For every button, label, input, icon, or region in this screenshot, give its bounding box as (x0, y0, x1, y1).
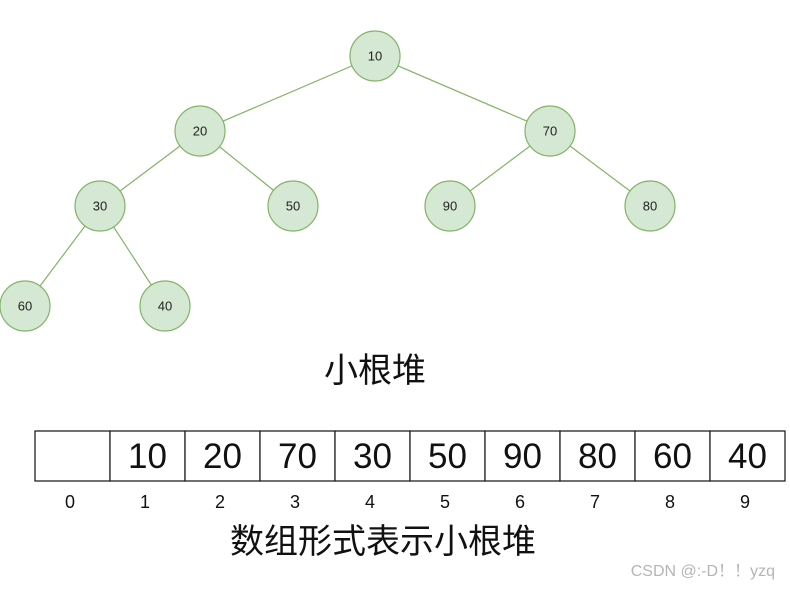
array-index-label: 0 (65, 492, 75, 512)
tree-node: 70 (524, 105, 576, 157)
tree-edge (199, 55, 376, 132)
tree-node: 80 (624, 180, 676, 232)
tree-caption: 小根堆 (324, 351, 426, 391)
array-cell (559, 430, 636, 482)
array-cell-value: 70 (278, 437, 317, 476)
array-cell (409, 430, 486, 482)
tree-node: 30 (74, 180, 126, 232)
tree-node: 20 (174, 105, 226, 157)
array-cell-value: 60 (653, 437, 692, 476)
tree-node-circle (74, 180, 126, 232)
array-index-label: 5 (440, 492, 450, 512)
tree-node-label: 40 (158, 299, 172, 314)
array-cell-value: 10 (128, 437, 167, 476)
array-cell (709, 430, 786, 482)
array-index-label: 9 (740, 492, 750, 512)
array-caption: 数组形式表示小根堆 (230, 522, 536, 562)
tree-node-circle (424, 180, 476, 232)
tree-edges (24, 55, 651, 307)
tree-node: 10 (349, 30, 401, 82)
array-index-label: 8 (665, 492, 675, 512)
array-cell-value: 40 (728, 437, 767, 476)
tree-node: 50 (267, 180, 319, 232)
array-cell (34, 430, 111, 482)
array-cell-value: 80 (578, 437, 617, 476)
tree-node: 90 (424, 180, 476, 232)
tree-node-circle (174, 105, 226, 157)
tree-node-circle (524, 105, 576, 157)
tree-node-label: 80 (643, 199, 657, 214)
array-cell (334, 430, 411, 482)
array-cell-value: 30 (353, 437, 392, 476)
heap-array: 0 10 1 20 2 70 3 30 4 50 5 90 6 80 7 60 8 40 9 (34, 430, 786, 512)
array-index-label: 3 (290, 492, 300, 512)
array-cell (484, 430, 561, 482)
tree-node-circle (139, 280, 191, 332)
tree-node-label: 50 (286, 199, 300, 214)
tree-node-label: 70 (543, 124, 557, 139)
tree-node-circle (267, 180, 319, 232)
tree-node-label: 30 (93, 199, 107, 214)
tree-node-label: 20 (193, 124, 207, 139)
watermark: CSDN @:-D！！yzq (631, 563, 775, 580)
tree-node-circle (0, 280, 51, 332)
array-index-label: 4 (365, 492, 375, 512)
array-cell-value: 20 (203, 437, 242, 476)
array-cell-value: 50 (428, 437, 467, 476)
tree-node: 40 (139, 280, 191, 332)
tree-node-circle (624, 180, 676, 232)
array-index-label: 7 (590, 492, 600, 512)
tree-nodes: 10 20 70 30 50 90 80 60 40 (0, 30, 676, 332)
array-cell (184, 430, 261, 482)
array-index-label: 6 (515, 492, 525, 512)
array-index-label: 2 (215, 492, 225, 512)
tree-edge (374, 55, 551, 132)
array-index-label: 1 (140, 492, 150, 512)
tree-node-circle (349, 30, 401, 82)
tree-node-label: 90 (443, 199, 457, 214)
tree-node: 60 (0, 280, 51, 332)
tree-node-label: 60 (18, 299, 32, 314)
array-cell (634, 430, 711, 482)
array-cell (109, 430, 186, 482)
tree-node-label: 10 (368, 49, 382, 64)
array-cell-value: 90 (503, 437, 542, 476)
